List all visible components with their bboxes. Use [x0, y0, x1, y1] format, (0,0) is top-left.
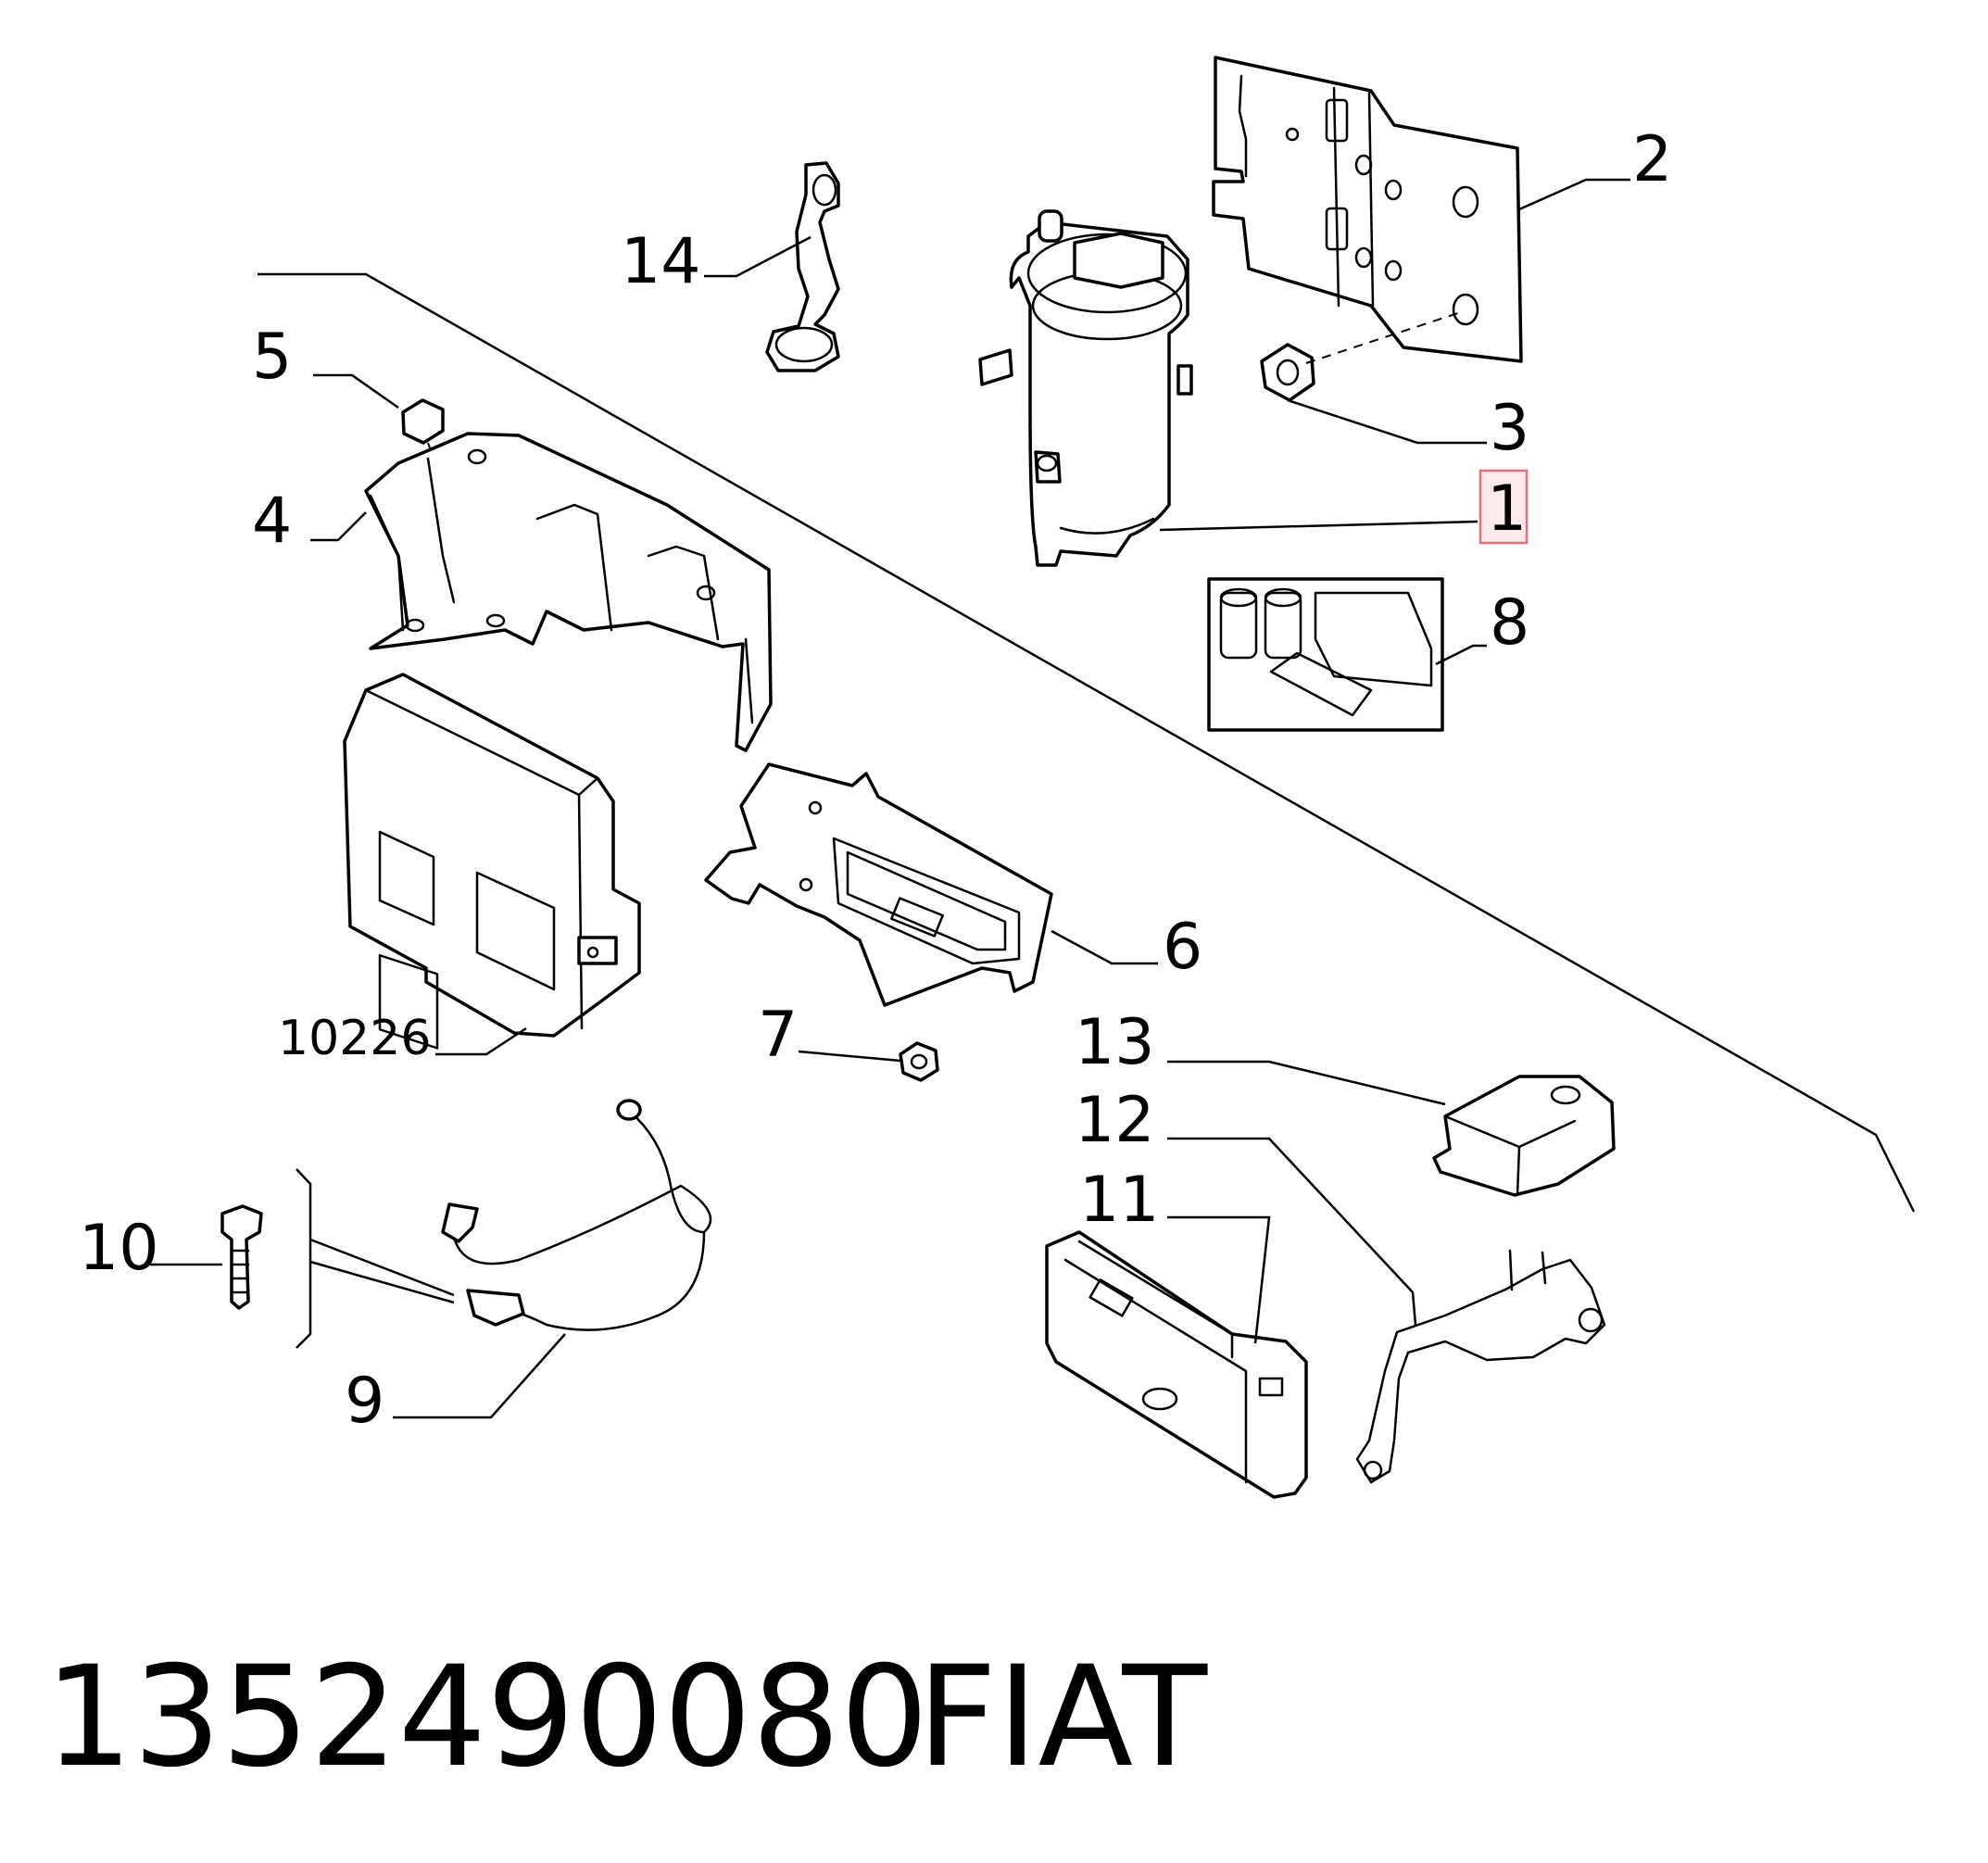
part-11-ecu-cover	[1045, 1230, 1308, 1499]
callout-12: 12	[1075, 1084, 1155, 1157]
part-3-nut	[1260, 310, 1465, 402]
callout-4: 4	[252, 485, 292, 558]
part-2-bracket	[1212, 56, 1523, 363]
callout-14: 14	[621, 225, 701, 298]
callout-5: 5	[252, 321, 292, 394]
divider-line	[258, 272, 1916, 1213]
callout-2: 2	[1632, 123, 1672, 196]
part-13-cover	[1432, 1075, 1616, 1197]
callout-10226: 10226	[278, 1011, 431, 1066]
part-6-bracket	[704, 762, 1053, 1007]
callout-8: 8	[1490, 586, 1529, 660]
callout-9: 9	[345, 1365, 384, 1438]
part-number: 1352490080	[44, 1637, 928, 1798]
part-1-fuel-filter	[978, 209, 1193, 567]
part-10226-ecu	[343, 673, 641, 1050]
callout-6: 6	[1163, 911, 1202, 984]
part-4-cover	[364, 432, 773, 752]
part-14-sensor-clip	[765, 161, 840, 372]
callout-10: 10	[79, 1212, 159, 1285]
part-10-bolt	[220, 1204, 263, 1310]
part-12-bracket	[1355, 1249, 1606, 1484]
group-bracket-9-10	[296, 1168, 312, 1349]
part-9-ground-cable	[441, 1099, 712, 1331]
callout-7: 7	[758, 999, 798, 1072]
callout-11: 11	[1079, 1164, 1160, 1237]
leader-lines	[150, 178, 1630, 1419]
callout-1: 1	[1487, 472, 1527, 546]
part-7-nut	[899, 1041, 939, 1082]
brand-name: FIAT	[917, 1637, 1208, 1798]
callout-13: 13	[1075, 1006, 1155, 1079]
part-8-filter-kit	[1207, 577, 1444, 732]
highlight-box-callout-1	[1478, 469, 1529, 545]
callout-3: 3	[1490, 392, 1529, 465]
